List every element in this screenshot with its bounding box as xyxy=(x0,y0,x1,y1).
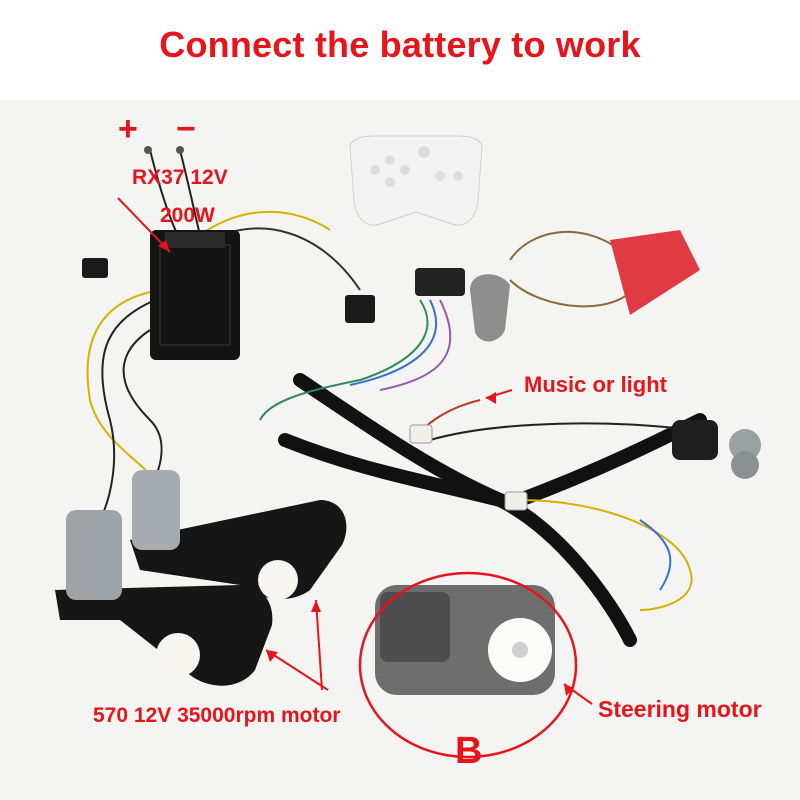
music-light-label: Music or light xyxy=(524,372,667,397)
controller-box xyxy=(150,230,240,360)
connectors xyxy=(82,146,528,511)
variant-label: B xyxy=(455,730,483,772)
motor-pointer-b xyxy=(265,649,329,691)
drive-motor-left xyxy=(55,510,273,686)
negative-terminal-label: − xyxy=(176,110,196,148)
annotations xyxy=(117,197,593,759)
remote-control xyxy=(349,135,483,226)
wires xyxy=(86,149,693,611)
motor-pointer-a xyxy=(315,599,323,691)
red-pedal xyxy=(610,230,700,315)
controller-model-label: RX37 12V xyxy=(132,166,228,189)
positive-terminal-label: + xyxy=(118,110,138,148)
steering-motor xyxy=(375,585,555,695)
controller-pointer xyxy=(117,197,171,253)
throttle-pedal xyxy=(470,274,510,342)
annotation-arrowheads xyxy=(158,240,574,696)
steering-motor-circle xyxy=(358,571,578,759)
drive-motor-label: 570 12V 35000rpm motor xyxy=(93,704,341,727)
key-switch xyxy=(672,420,761,479)
drive-motor-right xyxy=(130,470,347,600)
steering-motor-label: Steering motor xyxy=(598,696,762,722)
controller-power-label: 200W xyxy=(160,204,215,227)
page-title: Connect the battery to work xyxy=(159,24,641,65)
